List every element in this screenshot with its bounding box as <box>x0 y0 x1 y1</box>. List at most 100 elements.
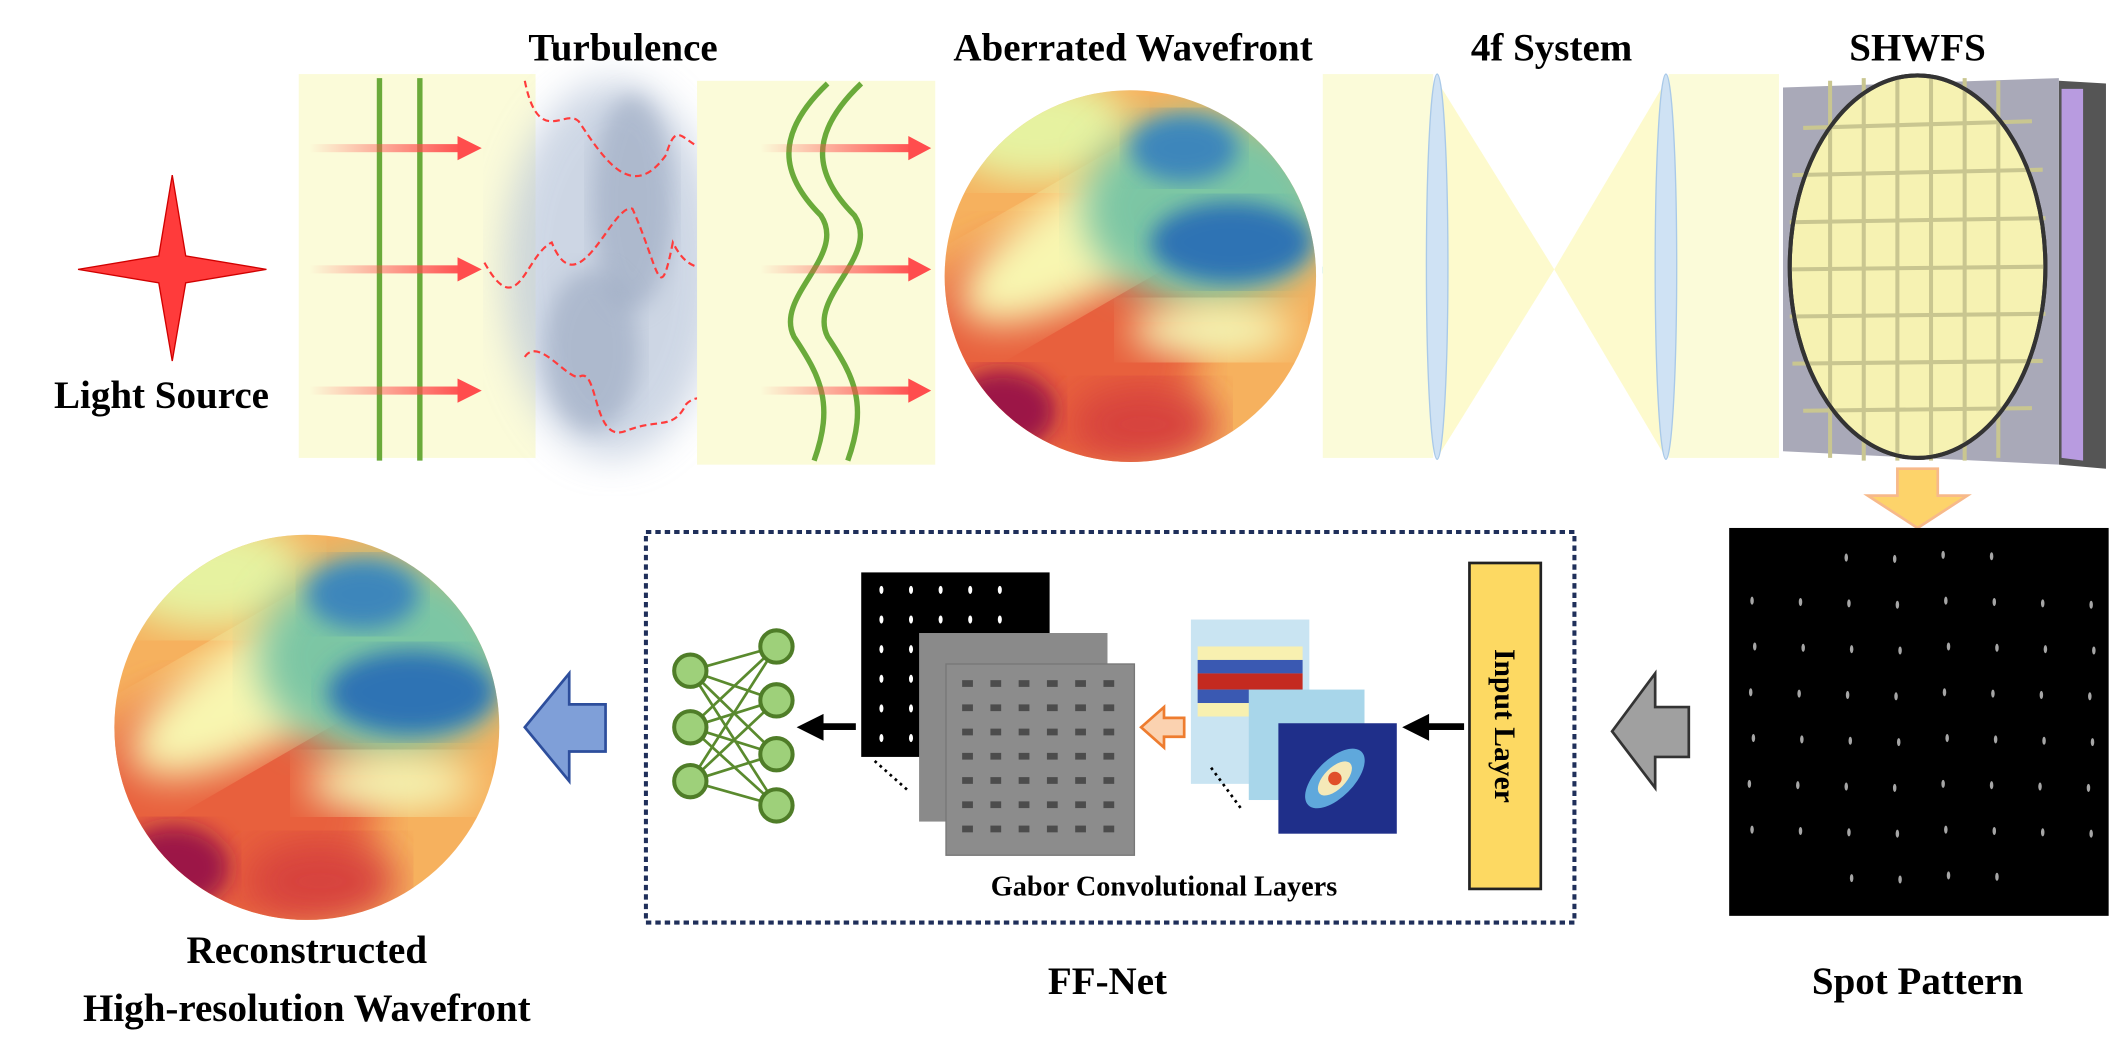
spot <box>2042 736 2046 745</box>
distorted-wave-panel <box>697 80 936 465</box>
gabor-response <box>1075 680 1086 687</box>
gabor-response <box>1075 777 1086 784</box>
spot <box>1898 875 1902 884</box>
reconstructed-wavefront: Reconstructed High-resolution Wavefront <box>83 517 531 1030</box>
feature-spot <box>968 615 973 624</box>
spot <box>2043 645 2048 654</box>
star-icon <box>77 174 267 362</box>
feature-spot <box>879 734 884 743</box>
spot <box>2089 600 2093 609</box>
gabor-response <box>1018 752 1030 760</box>
gabor-response <box>990 728 1002 736</box>
gabor-response <box>990 680 1002 687</box>
spot <box>1750 825 1754 834</box>
distorted-rays <box>483 80 728 434</box>
gabor-response <box>1018 777 1030 784</box>
ray-arrows <box>309 136 482 403</box>
turbulence-label: Turbulence <box>528 27 717 70</box>
spot <box>2088 692 2092 701</box>
spot <box>1847 599 1851 608</box>
gabor-response <box>962 752 973 760</box>
spot <box>1895 600 1900 609</box>
spot <box>1993 735 1998 744</box>
spot <box>2089 829 2093 838</box>
gabor-response <box>1046 704 1058 712</box>
aberrated-wavefront-label: Aberrated Wavefront <box>953 27 1312 70</box>
spot <box>1752 642 1757 651</box>
spot <box>1941 779 1945 788</box>
gabor-response <box>990 704 1002 712</box>
four-f-system-label: 4f System <box>1471 27 1632 70</box>
spot <box>1796 781 1800 790</box>
spot <box>1995 872 1999 881</box>
spot <box>1892 554 1897 563</box>
spot <box>1798 826 1803 836</box>
gabor-response <box>1018 728 1030 736</box>
feature-spot <box>908 645 914 654</box>
spot <box>1989 552 1994 561</box>
spot <box>1991 689 1995 698</box>
spot <box>1750 596 1754 605</box>
spot <box>1892 783 1897 792</box>
spot-pattern-label: Spot Pattern <box>1812 960 2024 1003</box>
gabor-response <box>1075 825 1086 833</box>
gabor-response <box>1018 704 1030 712</box>
spot <box>1944 825 1948 834</box>
spot <box>2038 782 2042 791</box>
gabor-response <box>1018 825 1030 833</box>
spot <box>1941 550 1945 559</box>
gabor-response <box>1103 825 1115 833</box>
feature-spot <box>938 615 943 624</box>
gabor-response <box>1103 680 1115 687</box>
gabor-response <box>1075 752 1086 760</box>
spot <box>1992 597 1997 607</box>
aberrated-wavefront: Aberrated Wavefront <box>902 27 1333 479</box>
gabor-response <box>962 680 973 687</box>
blue-left-arrow-icon <box>523 669 607 785</box>
spot <box>1801 643 1805 652</box>
light-source: Light Source <box>54 174 269 417</box>
gabor-response <box>1018 680 1030 687</box>
gabor-response <box>1046 825 1058 833</box>
gabor-response <box>962 777 973 784</box>
gabor-response <box>962 801 973 809</box>
spot <box>1946 642 1951 651</box>
gray-left-arrow-icon <box>1610 669 1691 792</box>
spot <box>1844 782 1848 791</box>
feature-spot <box>879 645 884 654</box>
spot <box>1946 871 1951 880</box>
spot <box>1995 643 1999 652</box>
neural-network-icon <box>672 628 795 824</box>
spot <box>2039 690 2044 700</box>
feature-spot <box>997 585 1002 594</box>
input-layer <box>1468 561 1543 891</box>
gabor-response <box>962 728 973 736</box>
shwfs-label: SHWFS <box>1849 27 1986 70</box>
feature-spot <box>908 615 914 624</box>
ff-net-label: FF-Net <box>1048 960 1167 1003</box>
spot <box>1896 738 1901 747</box>
spot <box>1751 734 1756 743</box>
gabor-layers-label: Gabor Convolutional Layers <box>991 872 1337 903</box>
spot <box>1894 692 1898 701</box>
feature-spot <box>908 704 914 713</box>
gabor-response <box>1018 801 1030 809</box>
spot <box>1800 735 1804 744</box>
black-arrow-icon <box>1402 713 1465 741</box>
four-f-system: 4f System <box>1322 27 1779 460</box>
spot <box>2086 783 2091 792</box>
spot <box>1944 596 1948 605</box>
plane-wave-panel <box>298 74 536 461</box>
spot <box>1898 646 1902 655</box>
spot <box>1844 553 1848 562</box>
gabor-response <box>962 825 973 833</box>
feature-spot <box>879 585 884 594</box>
spot <box>1849 645 1854 654</box>
gabor-response <box>1103 728 1115 736</box>
gabor-response <box>1103 801 1115 809</box>
down-arrow-icon <box>1863 467 1972 530</box>
spot <box>1848 736 1853 745</box>
spot <box>1797 689 1801 698</box>
spot <box>1989 781 1994 790</box>
